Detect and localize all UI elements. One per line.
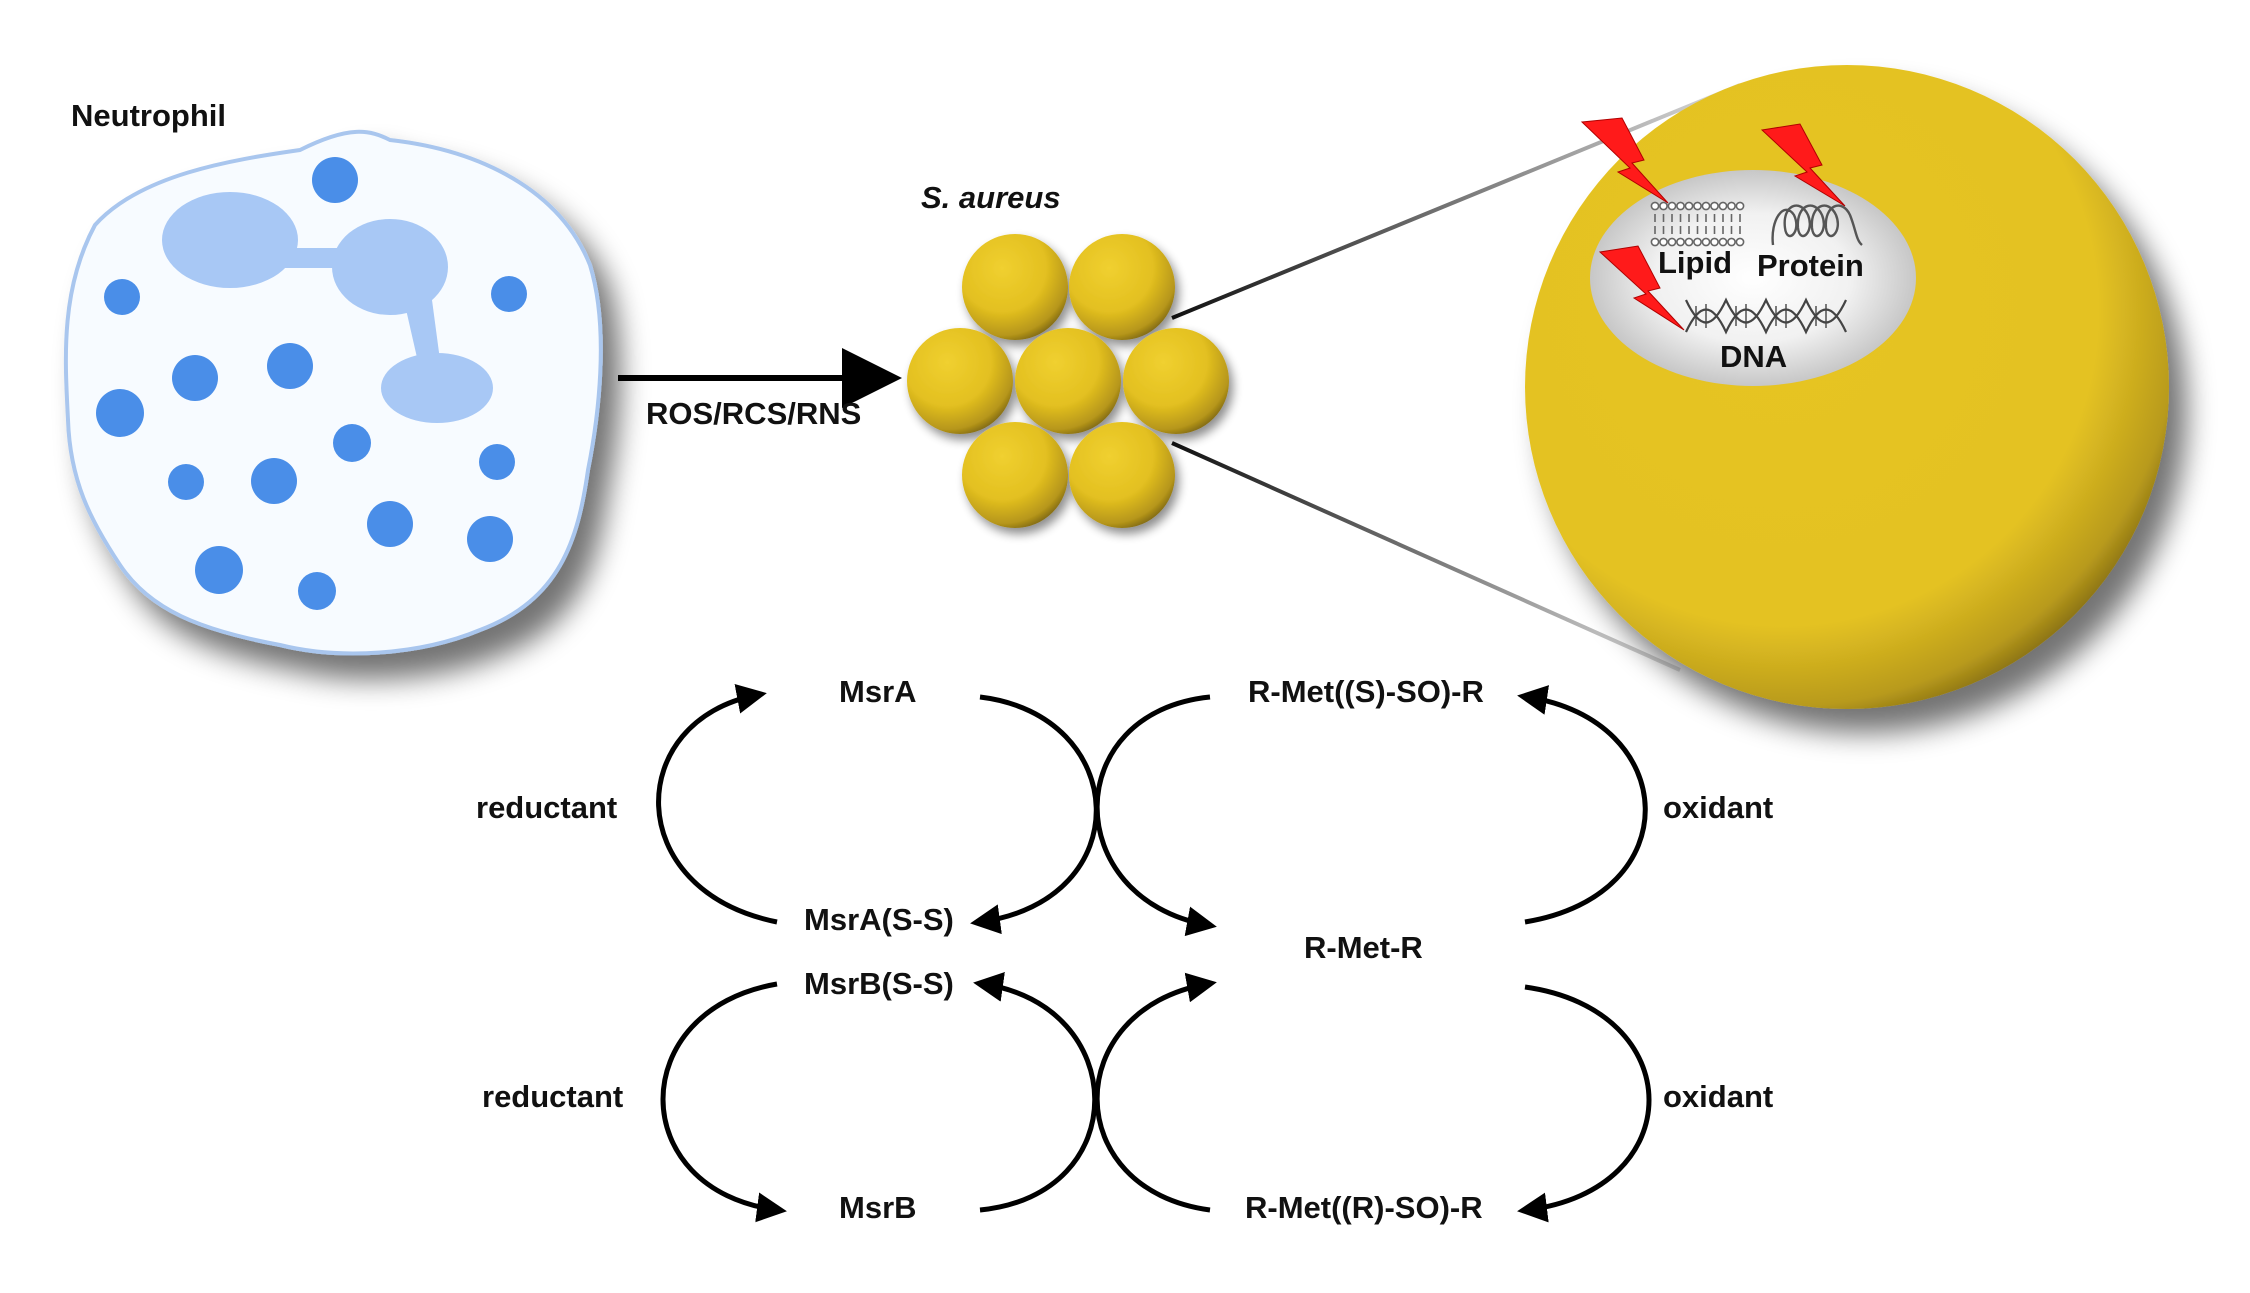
coccus [1123,328,1229,434]
neutrophil-cell-body [63,129,603,656]
coccus [1069,422,1175,528]
msra-label: MsrA [839,674,917,709]
msra-arc [970,694,1099,935]
cycle-labels: MsrA MsrA(S-S) MsrB(S-S) MsrB R-Met((S)-… [476,674,1773,1225]
lightning-bolt-icon [1760,123,1846,207]
dna-label: DNA [1720,339,1787,374]
neutrophil-label: Neutrophil [71,98,226,133]
granules [96,157,527,610]
reductant-arc-bottom [660,981,787,1223]
big-coccus [1525,65,2169,709]
met-r-arc [1094,972,1217,1213]
lightning-bolt-icon [1580,117,1669,204]
oxidant-arc-bottom [1517,984,1652,1223]
protein-helix-icon [1771,204,1863,246]
msra-ss-label: MsrA(S-S) [804,902,954,937]
met-label: R-Met-R [1304,930,1423,965]
dna-helix-icon [1685,297,1847,335]
met-s-so-label: R-Met((S)-SO)-R [1248,674,1484,709]
msrb-label: MsrB [839,1190,917,1225]
oxidant-bottom-label: oxidant [1663,1079,1773,1114]
nucleus [162,192,493,423]
s-aureus-cluster [907,234,1229,528]
coccus [962,234,1068,340]
coccus [1015,328,1121,434]
coccus [962,422,1068,528]
damage-bolts [1580,117,1846,331]
zoom-lines [1171,83,1741,672]
oxidant-top-label: oxidant [1663,790,1773,825]
coccus [1069,234,1175,340]
cell-interior [1590,170,1916,386]
neutrophil: Neutrophil [63,98,603,656]
msr-reaction-cycle [656,684,1652,1223]
protein-label: Protein [1757,248,1864,283]
reductant-top-label: reductant [476,790,617,825]
bacterial-cell-zoom: Lipid Protein DNA [1525,65,2169,709]
ros-arrow-group: ROS/RCS/RNS [618,348,902,431]
oxidant-arc-top [1517,685,1648,925]
lightning-bolt-icon [1598,245,1685,331]
lipid-bilayer-icon [1650,201,1745,247]
reductant-arc-top [656,684,778,925]
met-r-so-label: R-Met((R)-SO)-R [1245,1190,1483,1225]
ros-label: ROS/RCS/RNS [646,396,861,431]
msrb-ss-label: MsrB(S-S) [804,966,954,1001]
lipid-label: Lipid [1658,245,1732,280]
met-s-arc [1094,694,1217,937]
msrb-arc [973,972,1098,1213]
reductant-bottom-label: reductant [482,1079,623,1114]
s-aureus-label: S. aureus [921,180,1061,215]
coccus [907,328,1013,434]
